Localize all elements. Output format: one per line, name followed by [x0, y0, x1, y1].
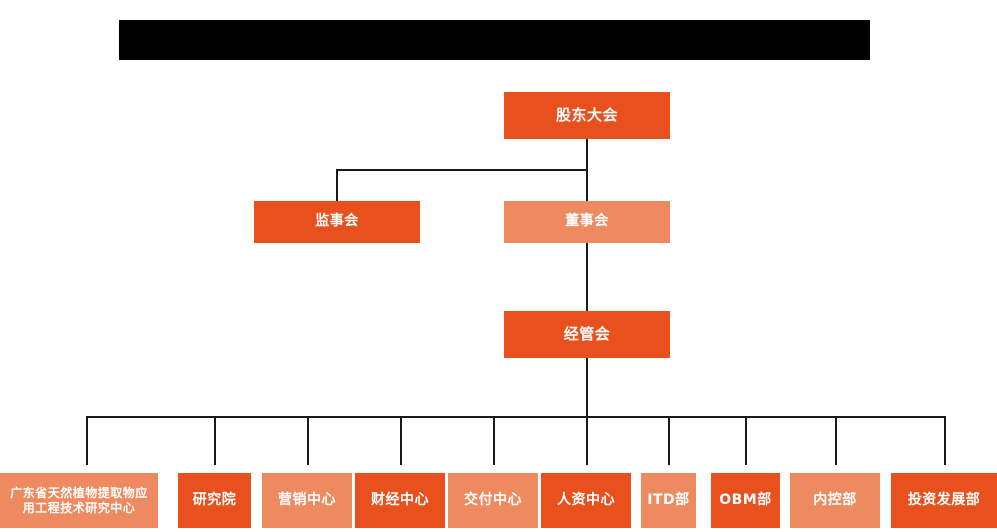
connector-drop-investment-dev-dept [944, 416, 946, 465]
connector-drop-delivery-center [493, 416, 495, 465]
node-shareholders-label: 股东大会 [555, 106, 618, 125]
node-itd-dept[interactable]: ITD部 [641, 473, 696, 528]
connector-level4-bus [86, 416, 945, 418]
node-delivery-center-label: 交付中心 [464, 491, 522, 508]
node-supervisors[interactable]: 监事会 [254, 201, 420, 243]
connector-drop-hr-center [586, 416, 588, 465]
node-gd-research-center[interactable]: 广东省天然植物提取物应 用工程技术研究中心 [0, 473, 158, 528]
node-hr-center-label: 人资中心 [557, 491, 615, 508]
node-marketing-center-label: 营销中心 [278, 491, 336, 508]
node-research-institute-label: 研究院 [192, 491, 237, 508]
connector-drop-supervisors [336, 169, 338, 201]
node-obm-dept-label: OBM部 [719, 491, 772, 508]
node-internal-control-dept-label: 内控部 [813, 491, 857, 508]
connector-shareholders-down [586, 139, 588, 171]
node-itd-dept-label: ITD部 [647, 491, 690, 508]
connector-drop-finance-center [400, 416, 402, 465]
node-finance-center-label: 财经中心 [371, 491, 429, 508]
node-research-institute[interactable]: 研究院 [178, 473, 251, 528]
connector-drop-research-institute [214, 416, 216, 465]
node-shareholders[interactable]: 股东大会 [504, 92, 670, 139]
node-hr-center[interactable]: 人资中心 [541, 473, 631, 528]
connector-drop-itd-dept [668, 416, 670, 465]
connector-directors-to-management [586, 242, 588, 311]
node-obm-dept[interactable]: OBM部 [711, 473, 780, 528]
node-marketing-center[interactable]: 营销中心 [262, 473, 352, 528]
node-supervisors-label: 监事会 [315, 213, 359, 230]
connector-level2-bus [336, 169, 588, 171]
redacted-title-banner [119, 20, 870, 60]
node-directors[interactable]: 董事会 [504, 201, 670, 243]
node-management[interactable]: 经管会 [504, 311, 670, 358]
connector-management-down [586, 358, 588, 417]
node-directors-label: 董事会 [565, 213, 609, 230]
node-investment-dev-dept-label: 投资发展部 [907, 491, 981, 508]
node-delivery-center[interactable]: 交付中心 [448, 473, 538, 528]
node-finance-center[interactable]: 财经中心 [355, 473, 445, 528]
connector-drop-obm-dept [745, 416, 747, 465]
connector-drop-marketing-center [307, 416, 309, 465]
node-internal-control-dept[interactable]: 内控部 [790, 473, 880, 528]
node-gd-research-center-label: 广东省天然植物提取物应 用工程技术研究中心 [10, 485, 148, 515]
node-management-label: 经管会 [563, 325, 611, 344]
connector-drop-internal-control-dept [835, 416, 837, 465]
connector-drop-directors [586, 169, 588, 201]
connector-drop-gd-research-center [86, 416, 88, 465]
node-investment-dev-dept[interactable]: 投资发展部 [891, 473, 997, 528]
